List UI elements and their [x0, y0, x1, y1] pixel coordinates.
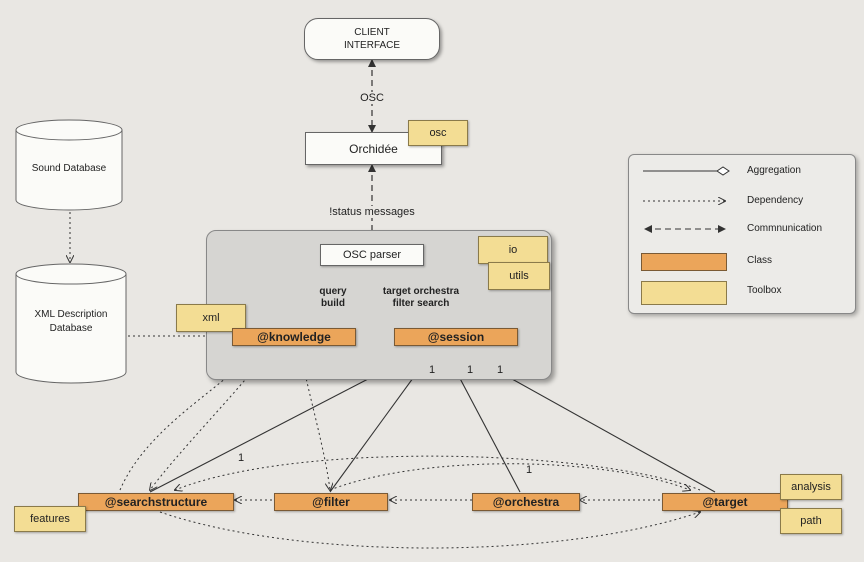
- legend-dependency-label: Dependency: [747, 195, 804, 206]
- legend-aggregation-label: Aggregation: [747, 165, 801, 176]
- multiplicity-label: 1: [525, 464, 533, 476]
- status-messages-label: !status messages: [320, 206, 424, 218]
- xml-description-database: XML Description Database: [14, 262, 128, 386]
- legend-class-swatch: [641, 253, 727, 271]
- multiplicity-label: 1: [237, 452, 245, 464]
- target-orchestra-filter-search-label: target orchestra filter search: [382, 286, 460, 309]
- multiplicity-label: 1: [428, 364, 436, 376]
- legend-symbols: [643, 166, 730, 233]
- io-toolbox: io: [478, 236, 548, 264]
- filter-class: @filter: [274, 493, 388, 511]
- osc-label: OSC: [352, 92, 392, 104]
- knowledge-class: @knowledge: [232, 328, 356, 346]
- sound-database-cylinder-icon: [15, 119, 123, 211]
- searchstructure-class: @searchstructure: [78, 493, 234, 511]
- searchstructure-to-target-bottom-dep: [159, 512, 700, 549]
- knowledge-to-searchstructure-dep: [150, 349, 271, 490]
- osc-parser: OSC parser: [320, 244, 424, 266]
- features-toolbox: features: [14, 506, 86, 532]
- legend-toolbox-swatch: [641, 281, 727, 305]
- legend-panel: Aggregation Dependency Commnunication Cl…: [628, 154, 856, 314]
- xml-database-label: XML Description Database: [34, 309, 108, 334]
- path-toolbox: path: [780, 508, 842, 534]
- utils-toolbox: utils: [488, 262, 550, 290]
- client-interface: CLIENT INTERFACE: [304, 18, 440, 60]
- session-class: @session: [394, 328, 518, 346]
- target-to-searchstructure-dep: [175, 455, 701, 490]
- orchestra-class: @orchestra: [472, 493, 580, 511]
- legend-class-label: Class: [747, 255, 773, 266]
- multiplicity-label: 1: [466, 364, 474, 376]
- analysis-toolbox: analysis: [780, 474, 842, 500]
- sound-database: Sound Database: [14, 118, 124, 212]
- xml-toolbox: xml: [176, 304, 246, 332]
- multiplicity-label: 1: [496, 364, 504, 376]
- xml-database-cylinder-icon: [15, 263, 127, 384]
- filter-to-target-dep: [329, 463, 690, 490]
- sound-database-label: Sound Database: [31, 162, 107, 174]
- legend-toolbox-label: Toolbox: [747, 285, 782, 296]
- legend-communication-label: Commnunication: [747, 223, 823, 234]
- query-build-label: query build: [319, 286, 347, 309]
- target-class: @target: [662, 493, 788, 511]
- osc-toolbox: osc: [408, 120, 468, 146]
